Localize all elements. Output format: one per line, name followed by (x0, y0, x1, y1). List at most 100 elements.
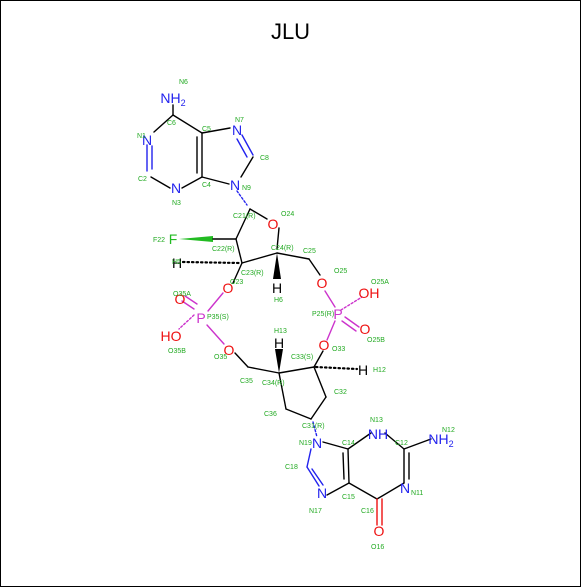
label-c23: C23(R) (241, 270, 264, 277)
bond-n17-c15 (326, 482, 350, 496)
atom-o23: O (223, 280, 234, 296)
bond-c33-h12 (314, 365, 359, 371)
bond-c25-o25 (308, 258, 321, 276)
bond-p35-oh (178, 314, 195, 330)
atom-id-labels: N6 N1 C6 C5 N7 C8 C2 N3 C4 N9 C21(R) O24… (137, 79, 455, 551)
label-c21: C21(R) (233, 213, 256, 220)
bond-n13-c12 (384, 432, 405, 450)
bond-c5-c6 (172, 114, 203, 134)
atom-p25: P (333, 306, 342, 322)
bond-c2-n3 (150, 176, 171, 189)
bond-c14-n13 (347, 432, 372, 450)
label-n1: N1 (137, 133, 146, 140)
bond-n19-c18 (306, 448, 312, 468)
label-c8: C8 (260, 155, 269, 162)
bond-o35-c35 (234, 352, 249, 368)
atom-o35: O (224, 342, 235, 358)
atom-p35: P (196, 310, 205, 326)
label-c25: C25 (303, 248, 316, 255)
label-h6: H6 (274, 297, 283, 304)
label-c22: C22(R) (212, 246, 235, 253)
atom-o25b: O (360, 321, 371, 337)
bond-c15-c14-double (342, 452, 345, 480)
label-c34: C34(R) (262, 380, 285, 387)
label-o25a: O25A (371, 279, 389, 286)
bond-o24-c24 (276, 227, 280, 250)
label-c16: C16 (361, 508, 374, 515)
bond-c6-n1 (153, 114, 174, 133)
label-n19: N19 (299, 440, 312, 447)
bond-c24-c23 (241, 252, 278, 264)
label-h5: H5 (172, 259, 181, 266)
atom-nh2-top: NH2 (160, 90, 185, 108)
bond-c21-o24 (249, 208, 268, 220)
atom-n9: N (230, 177, 240, 193)
label-c18: C18 (285, 464, 298, 471)
label-c2: C2 (138, 176, 147, 183)
label-c5: C5 (202, 126, 211, 133)
bond-c15-c14 (347, 448, 350, 484)
bond-p25-o25b (344, 316, 360, 328)
bond-c31-n19 (312, 421, 318, 438)
atom-symbols: NH2 N N N N F O O O O O P P O OH HO O N … (142, 90, 454, 539)
bond-c18-n17 (306, 466, 320, 487)
bond-c16-c15 (348, 482, 378, 500)
label-c12: C12 (395, 440, 408, 447)
label-o25: O25 (334, 268, 347, 275)
bond-c24-h6-wedge (273, 253, 281, 279)
atom-n19: N (312, 435, 322, 451)
atom-h13: H (274, 335, 284, 351)
atom-nh2-bottom: NH2 (428, 431, 453, 449)
atom-h6: H (272, 280, 282, 296)
label-o35a: O35A (173, 291, 191, 298)
bond-p35-o35a (181, 300, 195, 310)
bond-c32-c31 (310, 396, 327, 420)
atom-h5: H (172, 255, 182, 271)
bond-c34-h13-wedge (275, 349, 283, 373)
bond-c31-c36 (285, 408, 312, 420)
atom-o24: O (268, 216, 279, 232)
bond-p25-oh (340, 296, 363, 311)
label-c14: C14 (342, 440, 355, 447)
bond-c22-f22-wedge (179, 236, 213, 242)
label-o16: O16 (371, 544, 384, 551)
bond-c22-c21 (235, 208, 251, 240)
atom-n13: NH (368, 426, 388, 442)
atom-o35a: O (175, 291, 186, 307)
bond-c5-n7 (201, 127, 231, 134)
bond-p25-o33 (326, 320, 336, 341)
atom-f22: F (169, 231, 178, 247)
label-o24: O24 (281, 211, 294, 218)
bond-n9-c21 (236, 190, 248, 206)
label-c36: C36 (264, 411, 277, 418)
label-c33: C33(S) (291, 354, 313, 361)
atom-n7: N (232, 122, 242, 138)
label-n13: N13 (370, 417, 383, 424)
bond-c23-o23 (232, 262, 243, 284)
label-o25b: O25B (367, 337, 385, 344)
bond-c36-c34 (278, 372, 287, 410)
label-c31: C31(R) (302, 423, 325, 430)
label-o33: O33 (332, 346, 345, 353)
label-o23: O23 (230, 279, 243, 286)
label-n12: N12 (442, 427, 455, 434)
bond-c18-n17-double (311, 468, 324, 486)
label-n11: N11 (411, 490, 423, 497)
label-c24: C24(R) (271, 245, 294, 252)
bond-n7-c8-double (236, 138, 248, 158)
atom-n11: N (400, 480, 410, 496)
bond-c34-c33 (278, 366, 315, 374)
bond-o33-c33 (313, 350, 324, 368)
label-h13: H13 (274, 328, 287, 335)
bond-p35-o35 (206, 324, 225, 345)
bond-c24-c25 (276, 252, 310, 260)
bond-c12-nh2 (403, 438, 432, 450)
bond-c23-c22 (235, 238, 243, 264)
bond-c33-c32 (313, 366, 327, 398)
label-p25: P25(R) (312, 311, 334, 318)
label-p35: P35(S) (207, 314, 229, 321)
label-n3: N3 (172, 200, 181, 207)
bond-c8-n9 (240, 156, 254, 178)
label-c6: C6 (167, 120, 176, 127)
